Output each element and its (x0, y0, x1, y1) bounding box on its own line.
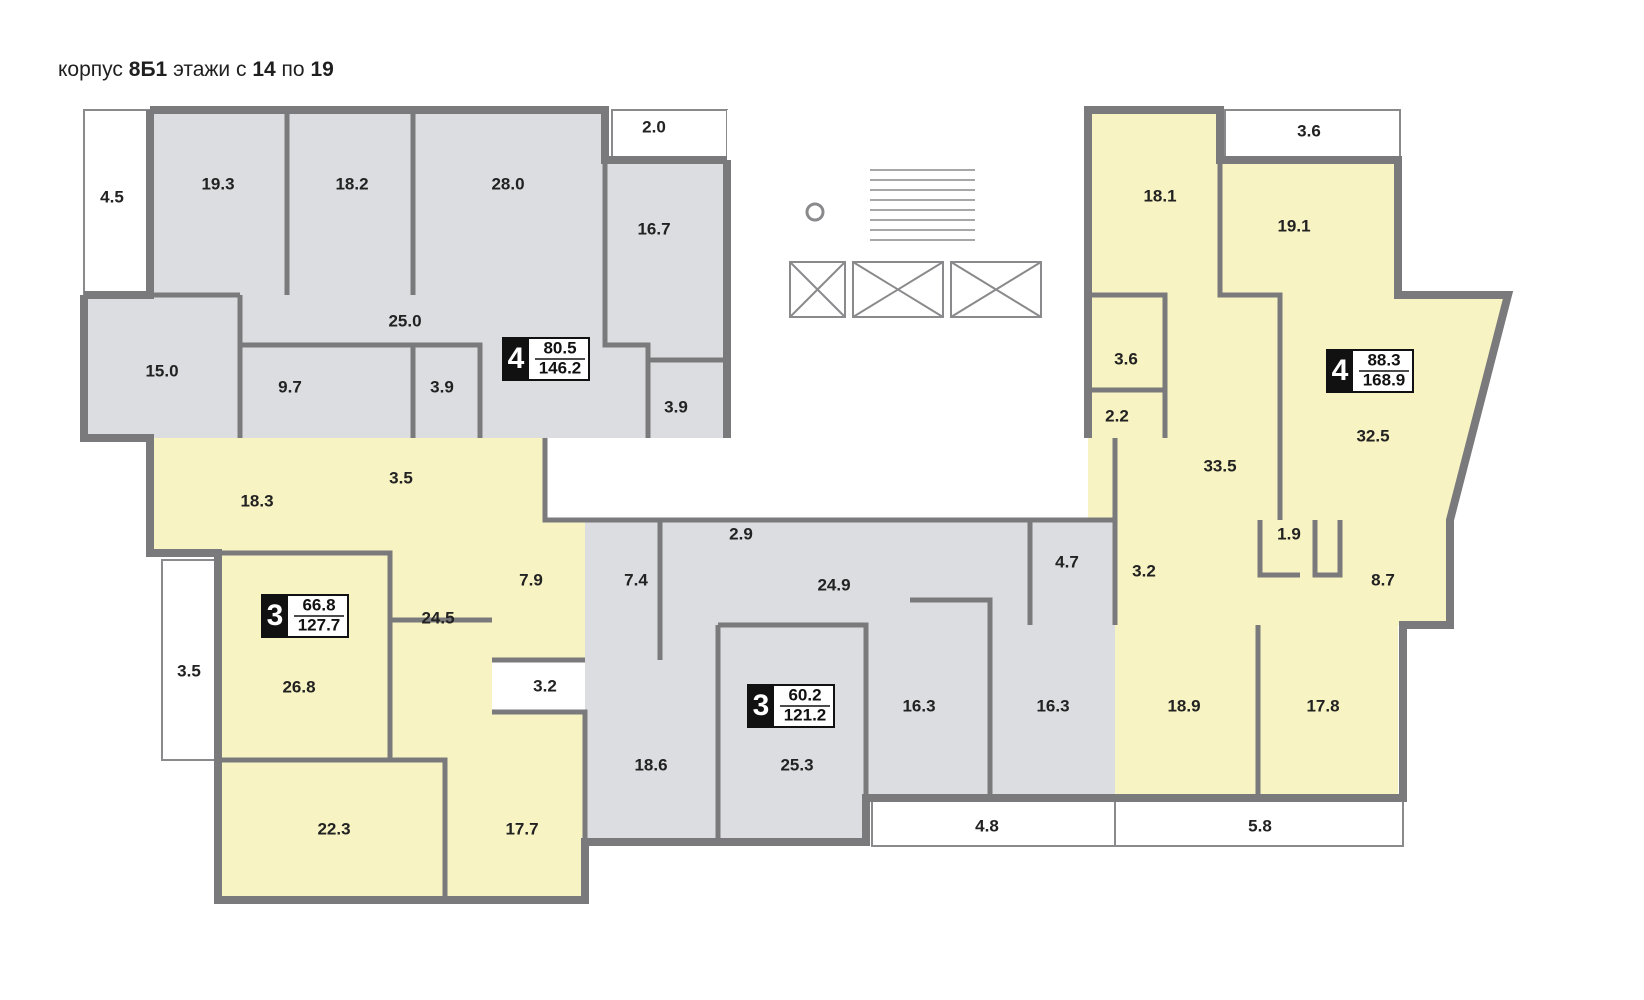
room-area-label: 3.9 (664, 397, 688, 416)
room-area-label: 26.8 (282, 677, 315, 696)
room-area-label: 16.3 (902, 696, 935, 715)
room-area-label: 3.5 (177, 661, 201, 680)
interior-walls-south (150, 520, 1261, 900)
room-area-label: 28.0 (491, 174, 524, 193)
interior-walls-west (150, 110, 727, 438)
header-prefix: корпус (58, 58, 123, 81)
room-area-label: 25.3 (780, 755, 813, 774)
room-area-label: 19.3 (201, 174, 234, 193)
room-area-label: 22.3 (317, 819, 350, 838)
badge-living-area: 60.2 (788, 685, 821, 704)
badge-rooms-count: 3 (753, 689, 770, 722)
badge-total-area: 146.2 (539, 358, 582, 377)
badge-total-area: 168.9 (1363, 370, 1406, 389)
room-area-label: 3.9 (430, 377, 454, 396)
room-area-label: 1.9 (1277, 524, 1301, 543)
apt-3-south-bath-area (492, 520, 585, 660)
balcony-west-mid (161, 559, 221, 761)
room-area-label: 17.8 (1306, 696, 1339, 715)
plan-header: корпус 8Б1 этажи с 14 по 19 (58, 58, 334, 82)
elevator-2 (852, 261, 944, 318)
room-area-label: 19.1 (1277, 216, 1310, 235)
room-area-label: 32.5 (1356, 426, 1389, 445)
badge-rooms-count: 4 (1332, 354, 1349, 387)
header-floor-to: 19 (310, 58, 334, 81)
badge-living-area: 80.5 (543, 338, 576, 357)
room-area-label: 4.8 (975, 816, 999, 835)
room-area-label: 4.7 (1055, 552, 1079, 571)
room-area-label: 18.6 (634, 755, 667, 774)
balcony-south-1 (871, 797, 1116, 847)
room-area-label: 18.3 (240, 491, 273, 510)
room-area-label: 24.5 (421, 608, 454, 627)
badge-rooms-count: 3 (267, 599, 284, 632)
room-area-labels: 4.5 19.3 18.2 28.0 2.0 16.7 25.0 15.0 9.7 3.9 3.9 1… (100, 117, 1395, 838)
badge-rooms-count: 4 (508, 342, 525, 375)
elevator-3-cross (950, 261, 1042, 318)
walls (80, 106, 1514, 904)
corridor-wall (542, 438, 1118, 625)
badge-living-area: 66.8 (302, 595, 335, 614)
room-area-label: 5.8 (1248, 816, 1272, 835)
balcony-north-1 (611, 109, 728, 159)
room-area-label: 25.0 (388, 311, 421, 330)
room-area-label: 2.0 (642, 117, 666, 136)
room-area-label: 7.9 (519, 570, 543, 589)
elevator-1-cross (789, 261, 846, 318)
apt-4-east-area (1088, 110, 1508, 625)
header-floors-text: этажи с (173, 58, 247, 81)
elevator-2-cross (852, 261, 944, 318)
apartment-fills (84, 110, 1508, 900)
room-area-label: 3.5 (389, 468, 413, 487)
room-area-label: 3.6 (1297, 121, 1321, 140)
badge-total-area: 127.7 (298, 615, 341, 634)
interior-walls-east (1088, 160, 1343, 578)
room-area-label: 18.2 (335, 174, 368, 193)
header-building: 8Б1 (128, 58, 168, 81)
room-area-label: 16.3 (1036, 696, 1069, 715)
badge-total-area: 121.2 (784, 705, 827, 724)
room-area-label: 18.1 (1143, 186, 1176, 205)
room-area-label: 7.4 (624, 570, 648, 589)
badge-living-area: 88.3 (1367, 350, 1400, 369)
balcony-south-2 (1114, 797, 1404, 847)
apt-3-south-area (585, 520, 1115, 842)
staircase (805, 169, 975, 241)
room-area-label: 18.9 (1167, 696, 1200, 715)
room-area-label: 2.9 (729, 524, 753, 543)
room-area-label: 3.2 (1132, 561, 1156, 580)
elevators (789, 261, 1042, 318)
elevator-3 (950, 261, 1042, 318)
header-floors-to-text: по (281, 58, 305, 81)
core-area (727, 110, 1088, 438)
header-floor-from: 14 (252, 58, 276, 81)
room-area-label: 15.0 (145, 361, 178, 380)
room-area-label: 16.7 (637, 219, 670, 238)
room-area-label: 24.9 (817, 575, 850, 594)
room-area-label: 9.7 (278, 377, 302, 396)
room-area-label: 33.5 (1203, 456, 1236, 475)
room-area-label: 2.2 (1105, 406, 1129, 425)
elevator-1 (789, 261, 846, 318)
room-area-label: 3.6 (1114, 349, 1138, 368)
room-area-label: 3.2 (533, 676, 557, 695)
stair-drain-icon (805, 202, 825, 222)
room-area-label: 17.7 (505, 819, 538, 838)
room-area-label: 4.5 (100, 187, 124, 206)
room-area-label: 8.7 (1371, 570, 1395, 589)
